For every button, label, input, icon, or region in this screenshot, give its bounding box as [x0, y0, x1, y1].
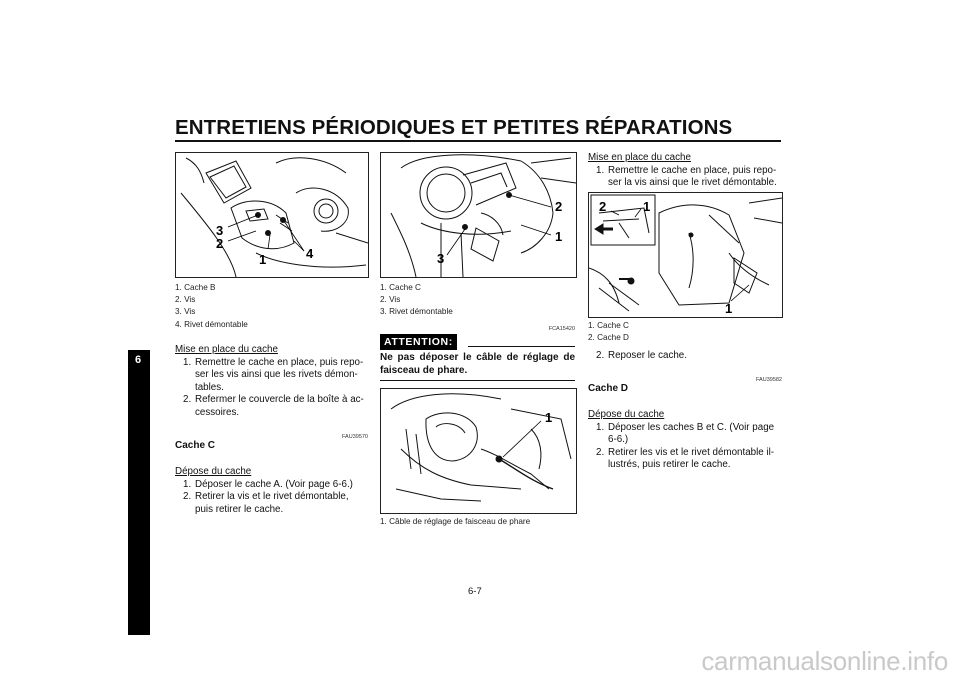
doc-code: FAU39582	[756, 377, 782, 383]
attention-text: Ne pas déposer le câble de réglage de fa…	[380, 352, 575, 376]
step-item: 2.Reposer le cache.	[588, 350, 781, 362]
caption-item: 1. Cache C	[380, 283, 421, 292]
step-text: Remettre le cache en place, puis repo-se…	[195, 357, 364, 393]
install-steps-cont: 2.Reposer le cache.	[588, 350, 781, 362]
callout-1: 1	[545, 410, 552, 425]
caption-item: 3. Rivet démontable	[380, 307, 453, 317]
page-number: 6-7	[468, 586, 482, 597]
removal-heading: Dépose du cache	[175, 466, 252, 477]
figure-caption: 1. Câble de réglage de faisceau de phare	[380, 517, 531, 526]
figure-cache-c: 2 1 3	[380, 152, 577, 278]
attention-badge: ATTENTION:	[380, 334, 457, 350]
figure-caption-list: 1. Cache B 2. Vis 3. Vis 4. Rivet démont…	[175, 282, 248, 331]
doc-code: FCA15420	[548, 326, 575, 332]
install-heading: Mise en place du cache	[588, 152, 691, 163]
step-text: Remettre le cache en place, puis repo-se…	[608, 165, 777, 189]
callout-4: 4	[306, 246, 314, 261]
caption-item: 1. Cache B	[175, 283, 216, 292]
install-steps: 1.Remettre le cache en place, puis repo-…	[175, 357, 368, 419]
step-number: 2.	[183, 394, 192, 406]
attention-rule-bottom	[380, 380, 575, 381]
section-title: Cache D	[588, 383, 629, 394]
callout-3: 3	[216, 223, 223, 238]
step-item: 2.Retirer les vis et le rivet démontable…	[588, 447, 781, 472]
removal-steps: 1.Déposer les caches B et C. (Voir page …	[588, 422, 781, 472]
watermark: carmanualsonline.info	[701, 646, 948, 676]
figure-headlight-cable: 1	[380, 388, 577, 514]
attention-bar: ATTENTION:	[380, 332, 575, 350]
step-item: 2.Retirer la vis et le rivet démontable,…	[175, 491, 368, 516]
removal-heading: Dépose du cache	[588, 409, 665, 420]
callout-2: 2	[555, 199, 562, 214]
callout-3: 3	[437, 251, 444, 266]
removal-steps: 1.Déposer le cache A. (Voir page 6-6.) 2…	[175, 479, 368, 516]
step-text: Retirer la vis et le rivet démontable, p…	[195, 491, 349, 515]
step-text: Refermer le couvercle de la boîte à ac-c…	[195, 394, 364, 418]
section-title: Cache C	[175, 440, 216, 451]
callout-1: 1	[555, 229, 562, 244]
step-text: Déposer le cache A. (Voir page 6-6.)	[195, 479, 353, 490]
step-item: 1.Déposer le cache A. (Voir page 6-6.)	[175, 479, 368, 491]
step-text: Reposer le cache.	[608, 350, 687, 361]
header-rule	[175, 140, 781, 142]
caption-item: 2. Vis	[175, 295, 196, 305]
chapter-number: 6	[135, 354, 142, 366]
step-item: 1.Remettre le cache en place, puis repo-…	[588, 165, 781, 190]
step-number: 2.	[596, 350, 605, 361]
step-number: 2.	[596, 446, 605, 458]
caption-item: 4. Rivet démontable	[175, 319, 248, 329]
step-number: 1.	[596, 422, 605, 433]
install-steps: 1.Remettre le cache en place, puis repo-…	[588, 165, 781, 190]
figure-caption-list: 1. Cache C 2. Vis 3. Rivet démontable	[380, 282, 453, 319]
callout-2: 2	[599, 199, 606, 214]
install-heading: Mise en place du cache	[175, 344, 278, 355]
caption-item: 3. Vis	[175, 307, 196, 317]
step-item: 1.Remettre le cache en place, puis repo-…	[175, 357, 368, 394]
callout-1-lower: 1	[725, 301, 732, 316]
chapter-tab	[128, 350, 150, 635]
figure-cache-c-d: 2 1 1	[588, 192, 783, 318]
callout-1: 1	[259, 252, 266, 267]
step-item: 2.Refermer le couvercle de la boîte à ac…	[175, 394, 368, 419]
step-text: Retirer les vis et le rivet démontable i…	[608, 446, 775, 471]
caption-item: 2. Vis	[380, 295, 401, 305]
step-text: Déposer les caches B et C. (Voir page 6-…	[608, 422, 775, 446]
callout-1: 1	[643, 199, 650, 214]
page-title: ENTRETIENS PÉRIODIQUES ET PETITES RÉPARA…	[175, 116, 733, 139]
figure-caption-list: 1. Cache C 2. Cache D	[588, 320, 629, 344]
step-item: 1.Déposer les caches B et C. (Voir page …	[588, 422, 781, 447]
doc-code: FAU39570	[342, 434, 368, 440]
step-number: 2.	[183, 491, 192, 503]
callout-2: 2	[216, 236, 223, 251]
step-number: 1.	[596, 165, 605, 176]
figure-cache-b: 3 2 1 4	[175, 152, 369, 278]
caption-item: 1. Cache C	[588, 321, 629, 330]
attention-rule-top	[468, 346, 575, 347]
step-number: 1.	[183, 357, 192, 368]
caption-item: 2. Cache D	[588, 333, 629, 343]
step-number: 1.	[183, 479, 192, 490]
